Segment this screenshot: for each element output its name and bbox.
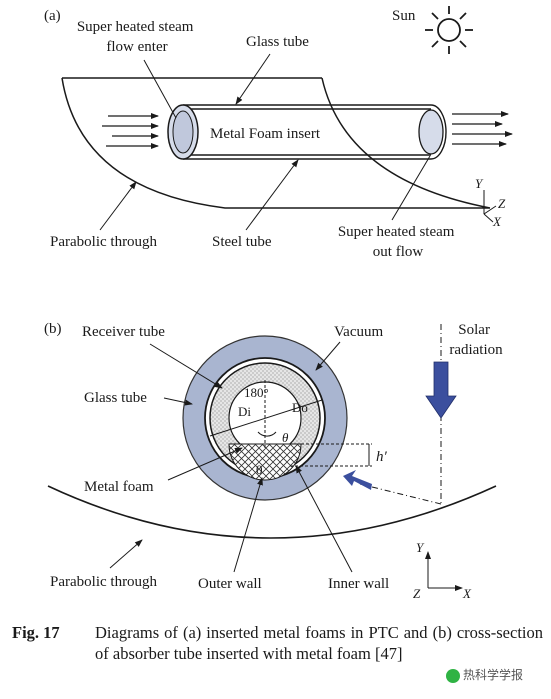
vacuum-label: Vacuum	[334, 324, 383, 340]
sun-icon	[425, 6, 473, 54]
steel-tube-label: Steel tube	[212, 234, 272, 250]
di-label: Di	[238, 404, 251, 419]
axis-x-a: X	[492, 214, 502, 229]
axis-y-a: Y	[475, 176, 484, 191]
outflow-arrows	[452, 111, 513, 147]
receiver-tube-label: Receiver tube	[82, 324, 165, 340]
zero-label: 0	[256, 462, 263, 477]
metal-foam-label: Metal foam	[84, 479, 154, 495]
panel-a: (a) Metal Foam insert	[44, 6, 513, 260]
solar-radiation-label: Solar radiation	[449, 322, 503, 358]
parabolic-trough-label-b: Parabolic through	[50, 574, 158, 590]
trough-outline	[61, 77, 491, 209]
watermark-text: 热科学学报	[463, 668, 524, 682]
glass-tube-label: Glass tube	[246, 34, 309, 50]
angle-180-label: 180°	[244, 385, 269, 400]
solar-radiation-arrow	[425, 324, 457, 504]
axis-z-b: Z	[413, 586, 421, 601]
panel-b: (b) 180° Di Do θ 0 h′	[44, 321, 503, 601]
metal-foam-segment	[228, 443, 302, 481]
parabolic-trough-label-a: Parabolic through	[50, 234, 158, 250]
trough-arc	[47, 485, 497, 539]
panel-b-tag: (b)	[44, 321, 62, 337]
panel-a-tag: (a)	[44, 8, 61, 24]
steam-outlet-label: Super heated steam out flow	[338, 224, 458, 260]
metal-foam-insert-label: Metal Foam insert	[210, 126, 321, 142]
tube-cross-section	[182, 335, 372, 501]
figure-number: Fig. 17	[12, 623, 60, 642]
caption-text: Diagrams of (a) inserted metal foams in …	[95, 623, 543, 663]
axes-a	[483, 190, 497, 223]
outer-wall-label: Outer wall	[198, 576, 262, 592]
watermark: 热科学学报	[446, 666, 523, 683]
theta-label: θ	[282, 430, 289, 445]
axis-y-b: Y	[416, 540, 425, 555]
steam-inlet-label: Super heated steam flow enter	[77, 19, 197, 55]
wechat-icon	[446, 668, 460, 683]
glass-tube-label-b: Glass tube	[84, 390, 147, 406]
axis-z-a: Z	[498, 196, 506, 211]
inflow-arrows	[102, 113, 159, 149]
tube-outlet-end	[418, 109, 444, 155]
reflected-ray	[343, 470, 442, 505]
sun-label: Sun	[392, 8, 416, 24]
h-prime-label: h′	[376, 449, 388, 465]
axis-x-b: X	[462, 586, 472, 601]
inner-wall-label: Inner wall	[328, 576, 389, 592]
absorber-tube	[167, 104, 447, 160]
do-label: Do	[292, 400, 308, 415]
axes-b	[425, 551, 463, 591]
